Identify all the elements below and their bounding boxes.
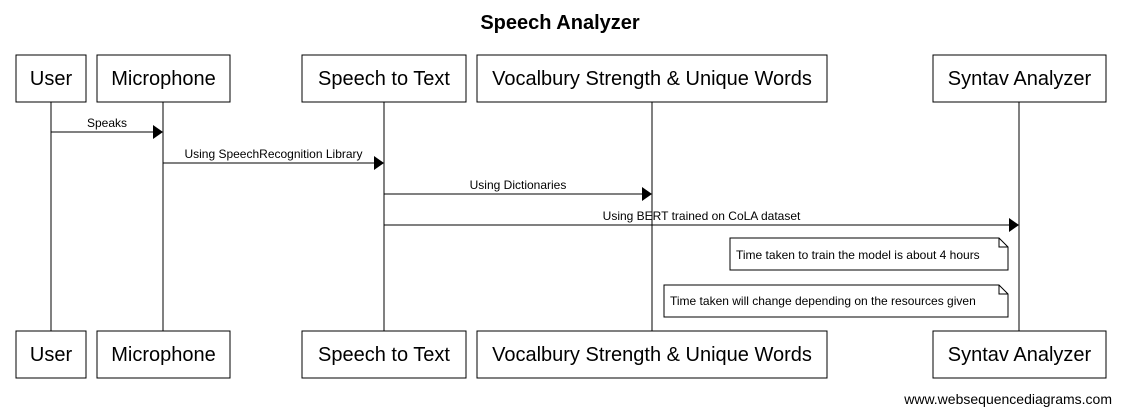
actor-microphone-bottom: Microphone [96, 330, 231, 379]
note-box [663, 284, 1009, 318]
message-label: Using Dictionaries [470, 178, 567, 192]
message-label: Speaks [87, 116, 127, 130]
actor-box [932, 54, 1107, 103]
actor-vocabulary-top: Vocalbury Strength & Unique Words [476, 54, 828, 103]
note-text: Time taken to train the model is about 4… [736, 248, 980, 262]
message-label: Using BERT trained on CoLA dataset [603, 209, 801, 223]
actor-box [476, 330, 828, 379]
lifelines [50, 102, 1020, 331]
actor-user-bottom: User [15, 330, 87, 379]
note-1: Time taken to train the model is about 4… [729, 237, 1009, 271]
arrowhead-icon [1009, 218, 1019, 232]
notes: Time taken to train the model is about 4… [663, 237, 1009, 318]
actor-speech-to-text-top: Speech to Text [301, 54, 467, 103]
watermark-link[interactable]: www.websequencediagrams.com [904, 391, 1112, 407]
actor-label: Vocalbury Strength & Unique Words [492, 344, 812, 366]
note-box [729, 237, 1009, 271]
actor-label: Syntav Analyzer [948, 344, 1092, 366]
arrowhead-icon [374, 156, 384, 170]
actor-user-top: User [15, 54, 87, 103]
actor-label: Microphone [111, 68, 216, 90]
actor-label: Speech to Text [318, 68, 450, 90]
actor-label: User [30, 344, 73, 366]
actor-syntax-bottom: Syntav Analyzer [932, 330, 1107, 379]
actor-label: Syntav Analyzer [948, 68, 1092, 90]
actors-top: User Microphone Speech to Text Vocalbury St… [15, 54, 1107, 103]
actor-box [96, 330, 231, 379]
arrowhead-icon [642, 187, 652, 201]
actor-box [301, 330, 467, 379]
message-1: Speaks [51, 116, 163, 139]
actor-syntax-top: Syntav Analyzer [932, 54, 1107, 103]
message-4: Using BERT trained on CoLA dataset [384, 209, 1019, 232]
actor-box [15, 54, 87, 103]
actor-label: Microphone [111, 344, 216, 366]
actor-label: Vocalbury Strength & Unique Words [492, 68, 812, 90]
message-2: Using SpeechRecognition Library [163, 147, 384, 170]
note-2: Time taken will change depending on the … [663, 284, 1009, 318]
message-3: Using Dictionaries [384, 178, 652, 201]
actor-microphone-top: Microphone [96, 54, 231, 103]
note-fold-icon [998, 285, 1008, 295]
arrowhead-icon [153, 125, 163, 139]
actor-speech-to-text-bottom: Speech to Text [301, 330, 467, 379]
actor-label: Speech to Text [318, 344, 450, 366]
actor-box [301, 54, 467, 103]
note-fold-icon [998, 238, 1008, 248]
actor-label: User [30, 68, 73, 90]
actor-box [932, 330, 1107, 379]
actors-bottom: User Microphone Speech to Text Vocalbury St… [15, 330, 1107, 379]
diagram-title: Speech Analyzer [480, 12, 640, 34]
note-text: Time taken will change depending on the … [670, 294, 976, 308]
actor-box [96, 54, 231, 103]
message-label: Using SpeechRecognition Library [184, 147, 362, 161]
actor-box [15, 330, 87, 379]
actor-box [476, 54, 828, 103]
actor-vocabulary-bottom: Vocalbury Strength & Unique Words [476, 330, 828, 379]
